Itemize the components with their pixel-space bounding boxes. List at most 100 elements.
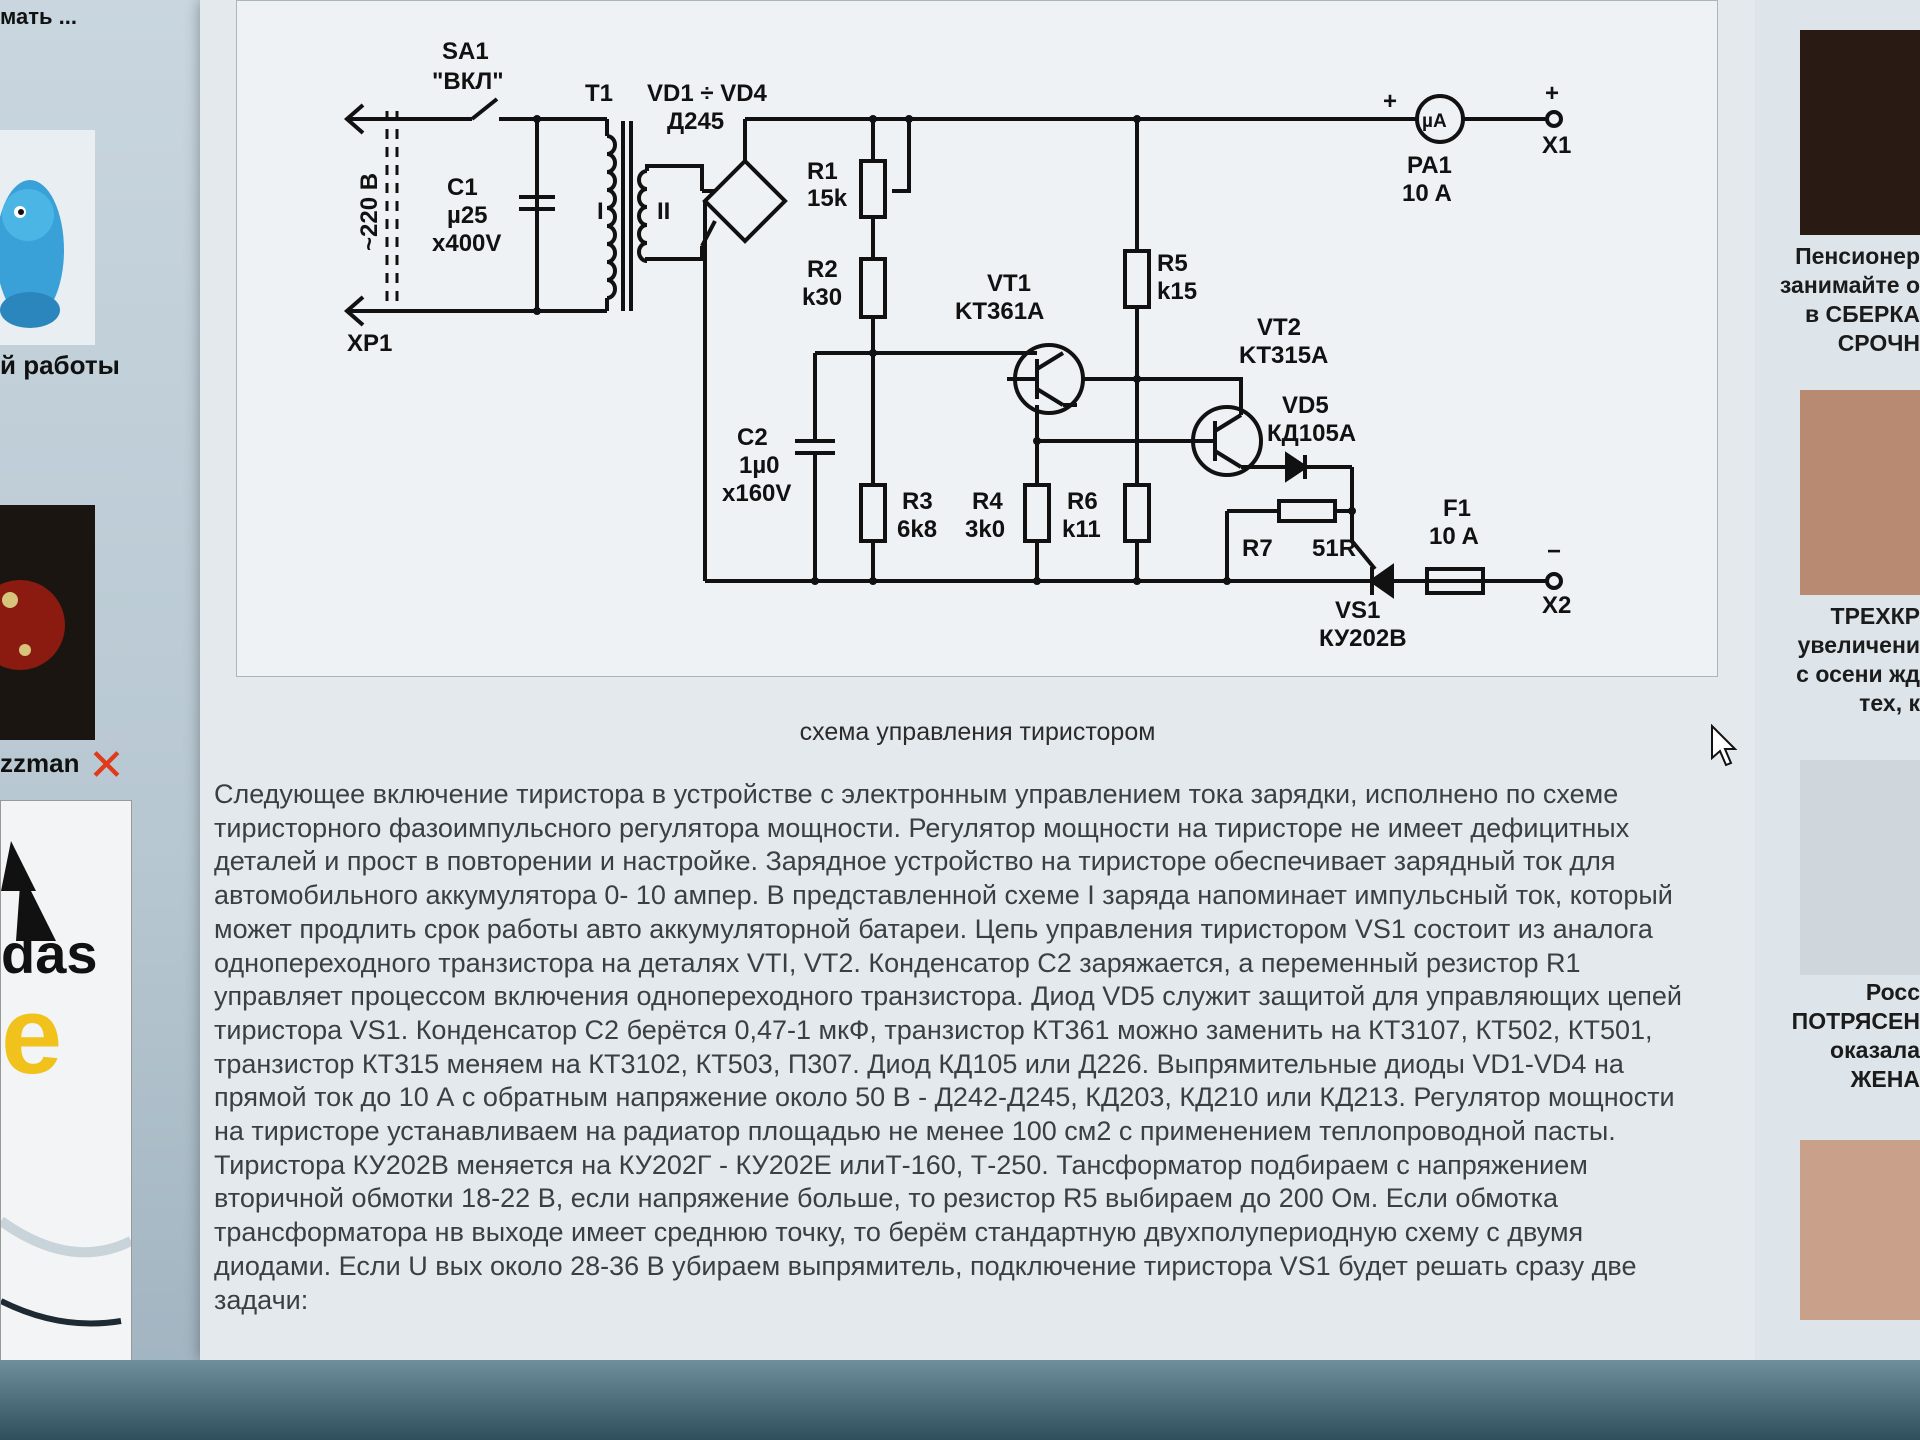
article-line: трансформатора нв выходе имеет среднюю т…	[214, 1217, 1584, 1248]
article-line: транзистор КТ315 меняем на КТ3102, КТ503…	[214, 1048, 1624, 1079]
article-line: вторичной обмотки 18-22 В, если напряжен…	[214, 1183, 1559, 1214]
r4-value: 3k0	[965, 516, 1005, 543]
adidas-logo	[1, 841, 56, 941]
news1-line2: занимайте о	[1779, 272, 1920, 298]
article-line: Тиристора КУ202В меняется на КУ202Г - КУ…	[214, 1149, 1588, 1180]
article-line: задачи:	[214, 1284, 309, 1315]
sidebar-thumbnail-dark[interactable]	[0, 505, 95, 740]
sa1-label: SA1	[442, 38, 489, 65]
f1-rating: 10 A	[1429, 523, 1479, 550]
winding-2-label: II	[657, 198, 670, 225]
mains-voltage-label: ~220 В	[356, 173, 383, 251]
pa1-label: PA1	[1407, 152, 1452, 179]
r3-label: R3	[902, 488, 933, 515]
vt1-type: KT361A	[955, 298, 1044, 325]
news3-line3: оказала	[1830, 1037, 1920, 1063]
sidebar-ad-banner[interactable]: das e	[0, 800, 132, 1367]
f1-label: F1	[1443, 495, 1471, 522]
news1-line3: в СБЕРКА	[1805, 301, 1920, 327]
r4-label: R4	[972, 488, 1003, 515]
news3-line1: Росс	[1865, 979, 1920, 1005]
c1-value: µ25	[447, 202, 488, 229]
article-content: SA1 "ВКЛ" ~220 В XP1 C1 µ25 x400V T1 I I…	[200, 0, 1755, 1360]
bridge-type: Д245	[667, 108, 724, 135]
news2-line2: увеличени	[1797, 632, 1920, 658]
toy-image	[0, 180, 64, 328]
ammeter-plus: +	[1383, 88, 1397, 115]
x2-label: X2	[1542, 592, 1571, 619]
r1-label: R1	[807, 158, 838, 185]
news-thumbnail-2[interactable]	[1800, 390, 1920, 595]
news-teaser-1[interactable]: Пенсионер занимайте о в СБЕРКА СРОЧН	[1755, 242, 1920, 358]
vs1-label: VS1	[1335, 597, 1380, 624]
news3-line4: ЖЕНА	[1850, 1066, 1920, 1092]
news-teaser-3[interactable]: Росс ПОТРЯСЕН оказала ЖЕНА	[1755, 978, 1920, 1094]
vt1-label: VT1	[987, 270, 1031, 297]
article-line: однопереходного транзистора на деталях V…	[214, 947, 1581, 978]
article-line: управляет процессом включения одноперехо…	[214, 981, 1682, 1012]
article-line: диодами. Если U вых около 28-36 В убирае…	[214, 1250, 1637, 1281]
news2-line3: с осени жд	[1796, 661, 1920, 687]
winding-1-label: I	[597, 198, 604, 225]
r2-label: R2	[807, 256, 838, 283]
vd5-label: VD5	[1282, 392, 1329, 419]
r7-label: R7	[1242, 535, 1273, 562]
news1-line1: Пенсионер	[1795, 243, 1920, 269]
sidebar-caption[interactable]: й работы	[0, 350, 120, 380]
news-teaser-2[interactable]: ТРЕХКР увеличени с осени жд тех, к	[1755, 602, 1920, 718]
news-thumbnail-4[interactable]	[1800, 1140, 1920, 1320]
ad-letter-text: e	[1, 974, 63, 1097]
r5-label: R5	[1157, 250, 1188, 277]
article-line: Следующее включение тиристора в устройст…	[214, 779, 1619, 809]
article-line: тиристора VS1. Конденсатор C2 берётся 0,…	[214, 1014, 1653, 1045]
vt2-label: VT2	[1257, 314, 1301, 341]
vd5-type: КД105А	[1267, 420, 1356, 447]
article-line: может продлить срок работы авто аккумуля…	[214, 913, 1653, 944]
schematic-figure: SA1 "ВКЛ" ~220 В XP1 C1 µ25 x400V T1 I I…	[236, 0, 1718, 677]
article-line: деталей и прост в повторении и настройке…	[214, 846, 1616, 877]
ad-swoosh	[1, 1216, 131, 1327]
bridge-label: VD1 ÷ VD4	[647, 80, 768, 107]
ammeter-symbol: µA	[1422, 111, 1447, 132]
figure-caption: схема управления тиристором	[799, 718, 1156, 746]
left-sidebar: мать ... й работы zzman ✕ das e	[0, 0, 200, 1440]
sidebar-top-link[interactable]: мать ...	[0, 4, 77, 29]
r2-value: k30	[802, 284, 842, 311]
article-line: прямой ток до 10 А с обратным напряжение…	[214, 1082, 1675, 1113]
news2-line1: ТРЕХКР	[1830, 603, 1920, 629]
c1-voltage: x400V	[432, 230, 501, 257]
news-thumbnail-3[interactable]	[1800, 760, 1920, 975]
c1-label: C1	[447, 174, 478, 201]
dark-image	[0, 580, 65, 670]
taskbar-strip	[0, 1360, 1920, 1440]
mouse-cursor-icon	[1711, 724, 1738, 767]
r6-label: R6	[1067, 488, 1098, 515]
c2-label: C2	[737, 424, 768, 451]
close-icon[interactable]: ✕	[88, 741, 125, 790]
article-line: тиристорного фазоимпульсного регулятора …	[214, 812, 1630, 843]
article-line: на тиристоре устанавливаем на радиатор п…	[214, 1116, 1616, 1147]
c2-voltage: x160V	[722, 480, 791, 507]
r3-value: 6k8	[897, 516, 937, 543]
news1-line4: СРОЧН	[1837, 330, 1920, 356]
c2-value: 1µ0	[739, 452, 780, 479]
r6-value: k11	[1062, 516, 1101, 543]
r7-value: 51R	[1312, 535, 1356, 562]
x1-label: X1	[1542, 132, 1571, 159]
article-body: Следующее включение тиристора в устройст…	[214, 778, 1744, 1317]
vt2-type: KT315A	[1239, 342, 1328, 369]
right-sidebar: Пенсионер занимайте о в СБЕРКА СРОЧН ТРЕ…	[1755, 0, 1920, 1440]
x1-polarity: +	[1545, 80, 1559, 107]
sidebar-username[interactable]: zzman	[0, 748, 80, 778]
ad-brand-text: das	[1, 922, 98, 985]
xp1-label: XP1	[347, 330, 392, 357]
vs1-type: КУ202В	[1319, 625, 1407, 652]
news-thumbnail-1[interactable]	[1800, 30, 1920, 235]
pa1-range: 10 A	[1402, 180, 1452, 207]
sidebar-thumbnail-toy[interactable]	[0, 130, 95, 345]
news2-line4: тех, к	[1859, 690, 1920, 716]
x2-polarity: −	[1547, 538, 1561, 565]
sa1-caption: "ВКЛ"	[432, 68, 504, 95]
thyristor-control-schematic: SA1 "ВКЛ" ~220 В XP1 C1 µ25 x400V T1 I I…	[343, 38, 1571, 652]
r1-value: 15k	[807, 185, 848, 212]
